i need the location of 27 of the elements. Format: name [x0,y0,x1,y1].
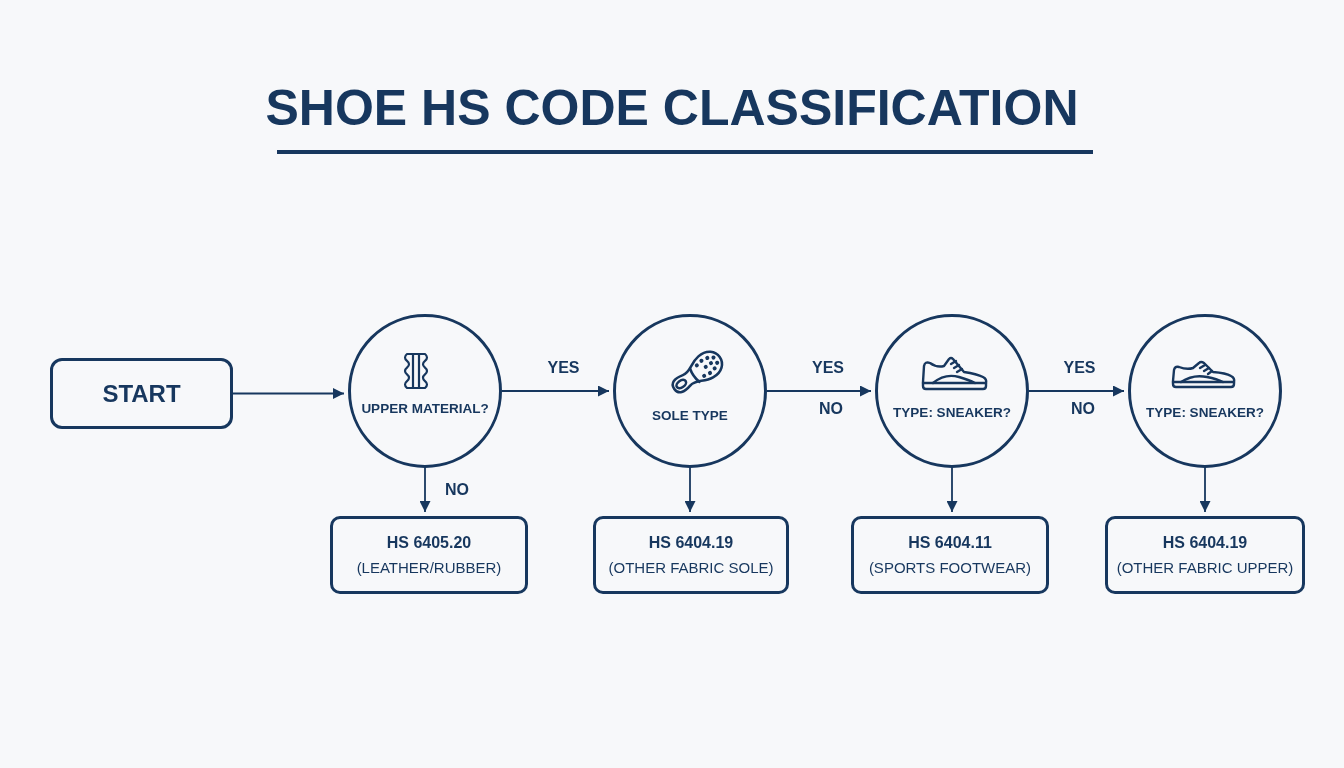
start-label: START [102,379,181,408]
arrow [946,467,958,513]
start-box [50,358,233,429]
description-label: (OTHER FABRIC UPPER) [1116,558,1294,577]
description-label: (SPORTS FOOTWEAR) [868,558,1032,577]
result-box [330,516,528,594]
arrow [232,388,345,399]
description-label: (OTHER FABRIC SOLE) [608,558,774,577]
arrow [766,385,872,397]
arrow [501,385,610,397]
arrow [684,467,696,513]
question-label: UPPER MATERIAL? [361,400,489,418]
question-label: TYPE: SNEAKER? [1146,404,1264,422]
arrow [419,467,431,513]
hs-code-label: HS 6405.20 [386,533,472,552]
hs-code-label: HS 6404.11 [908,533,992,552]
result-box [593,516,789,594]
question-label: TYPE: SNEAKER? [893,404,1011,422]
arrow [1199,467,1211,513]
diagram-title: SHOE HS CODE CLASSIFICATION [265,83,1079,133]
hs-code-label: HS 6404.19 [1162,533,1248,552]
question-label: SOLE TYPE [652,407,728,425]
result-box [851,516,1049,594]
result-box [1105,516,1305,594]
description-label: (LEATHER/RUBBER) [356,558,502,577]
arrow [1028,385,1125,397]
hs-code-label: HS 6404.19 [648,533,734,552]
